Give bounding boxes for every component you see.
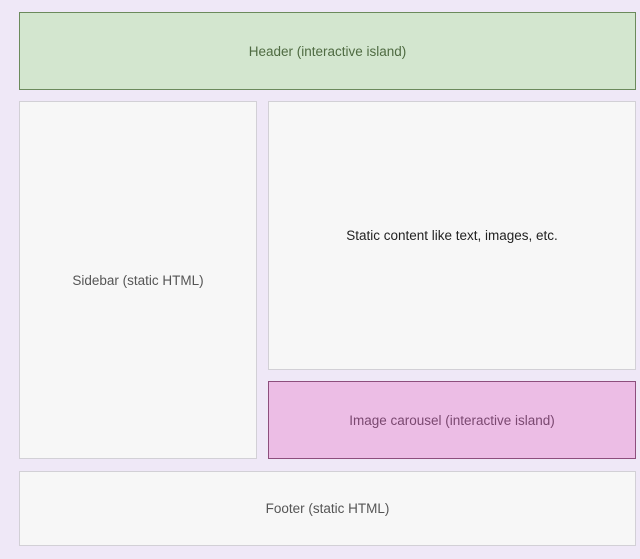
- content-label: Static content like text, images, etc.: [346, 228, 558, 243]
- carousel-label: Image carousel (interactive island): [349, 412, 555, 428]
- sidebar-label: Sidebar (static HTML): [72, 272, 204, 288]
- static-content-block: Static content like text, images, etc.: [268, 101, 636, 370]
- header-island: Header (interactive island): [19, 12, 636, 90]
- carousel-island: Image carousel (interactive island): [268, 381, 636, 459]
- footer-label: Footer (static HTML): [265, 501, 390, 516]
- header-label: Header (interactive island): [248, 43, 407, 59]
- footer-block: Footer (static HTML): [19, 471, 636, 546]
- sidebar-block: Sidebar (static HTML): [19, 101, 257, 459]
